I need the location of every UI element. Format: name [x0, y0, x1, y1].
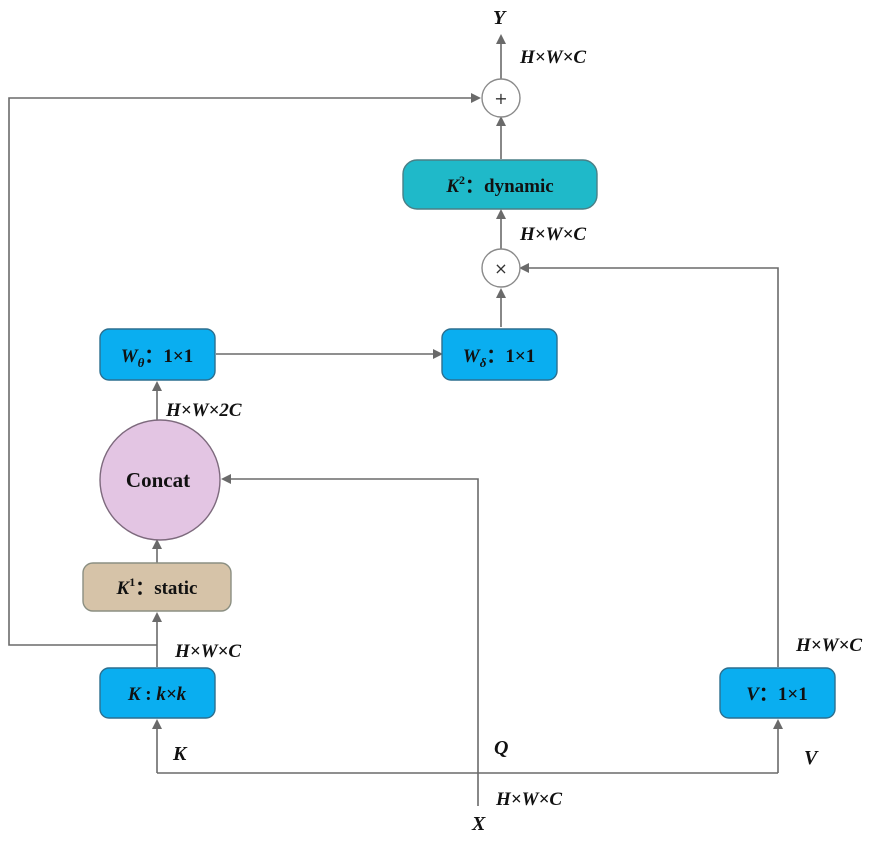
dim-top: H×W×C: [519, 47, 586, 68]
input-x-label: X: [471, 813, 486, 835]
dim-k-out: H×W×C: [174, 641, 241, 662]
add-operator: +: [481, 78, 521, 118]
key-k-label: K: [172, 743, 188, 765]
add-symbol: +: [494, 89, 507, 108]
query-q-label: Q: [494, 737, 508, 759]
dim-x-in: H×W×C: [495, 789, 562, 810]
edge-residual-to-add: [8, 93, 481, 646]
w-theta-label: Wθ：1×1: [121, 346, 193, 370]
value-v-label: V: [804, 747, 819, 769]
multiply-symbol: ×: [494, 259, 507, 278]
w-theta-box: Wθ：1×1: [99, 328, 216, 381]
k1-static-label: K1：static: [116, 575, 198, 599]
k-conv-label: K : k×k: [127, 684, 187, 705]
concat-label: Concat: [126, 468, 190, 492]
multiply-operator: ×: [481, 248, 521, 288]
k-conv-box: K : k×k: [99, 667, 216, 719]
k2-dynamic-label: K2：dynamic: [445, 173, 553, 197]
v-conv-label: V：1×1: [746, 684, 808, 705]
k2-dynamic-box: K2：dynamic: [402, 159, 598, 210]
edge-v-to-multiply: [519, 263, 779, 667]
concat-node: Concat: [99, 419, 221, 541]
w-delta-label: Wδ：1×1: [463, 346, 535, 370]
edges: [8, 34, 783, 806]
edge-x-to-concat: [221, 474, 479, 806]
w-delta-box: Wδ：1×1: [441, 328, 558, 381]
v-conv-box: V：1×1: [719, 667, 836, 719]
dim-after-multiply: H×W×C: [519, 224, 586, 245]
output-y-label: Y: [493, 7, 507, 29]
k1-static-box: K1：static: [82, 562, 232, 612]
dim-v-out: H×W×C: [795, 635, 862, 656]
dim-concat-out: H×W×2C: [165, 400, 242, 421]
